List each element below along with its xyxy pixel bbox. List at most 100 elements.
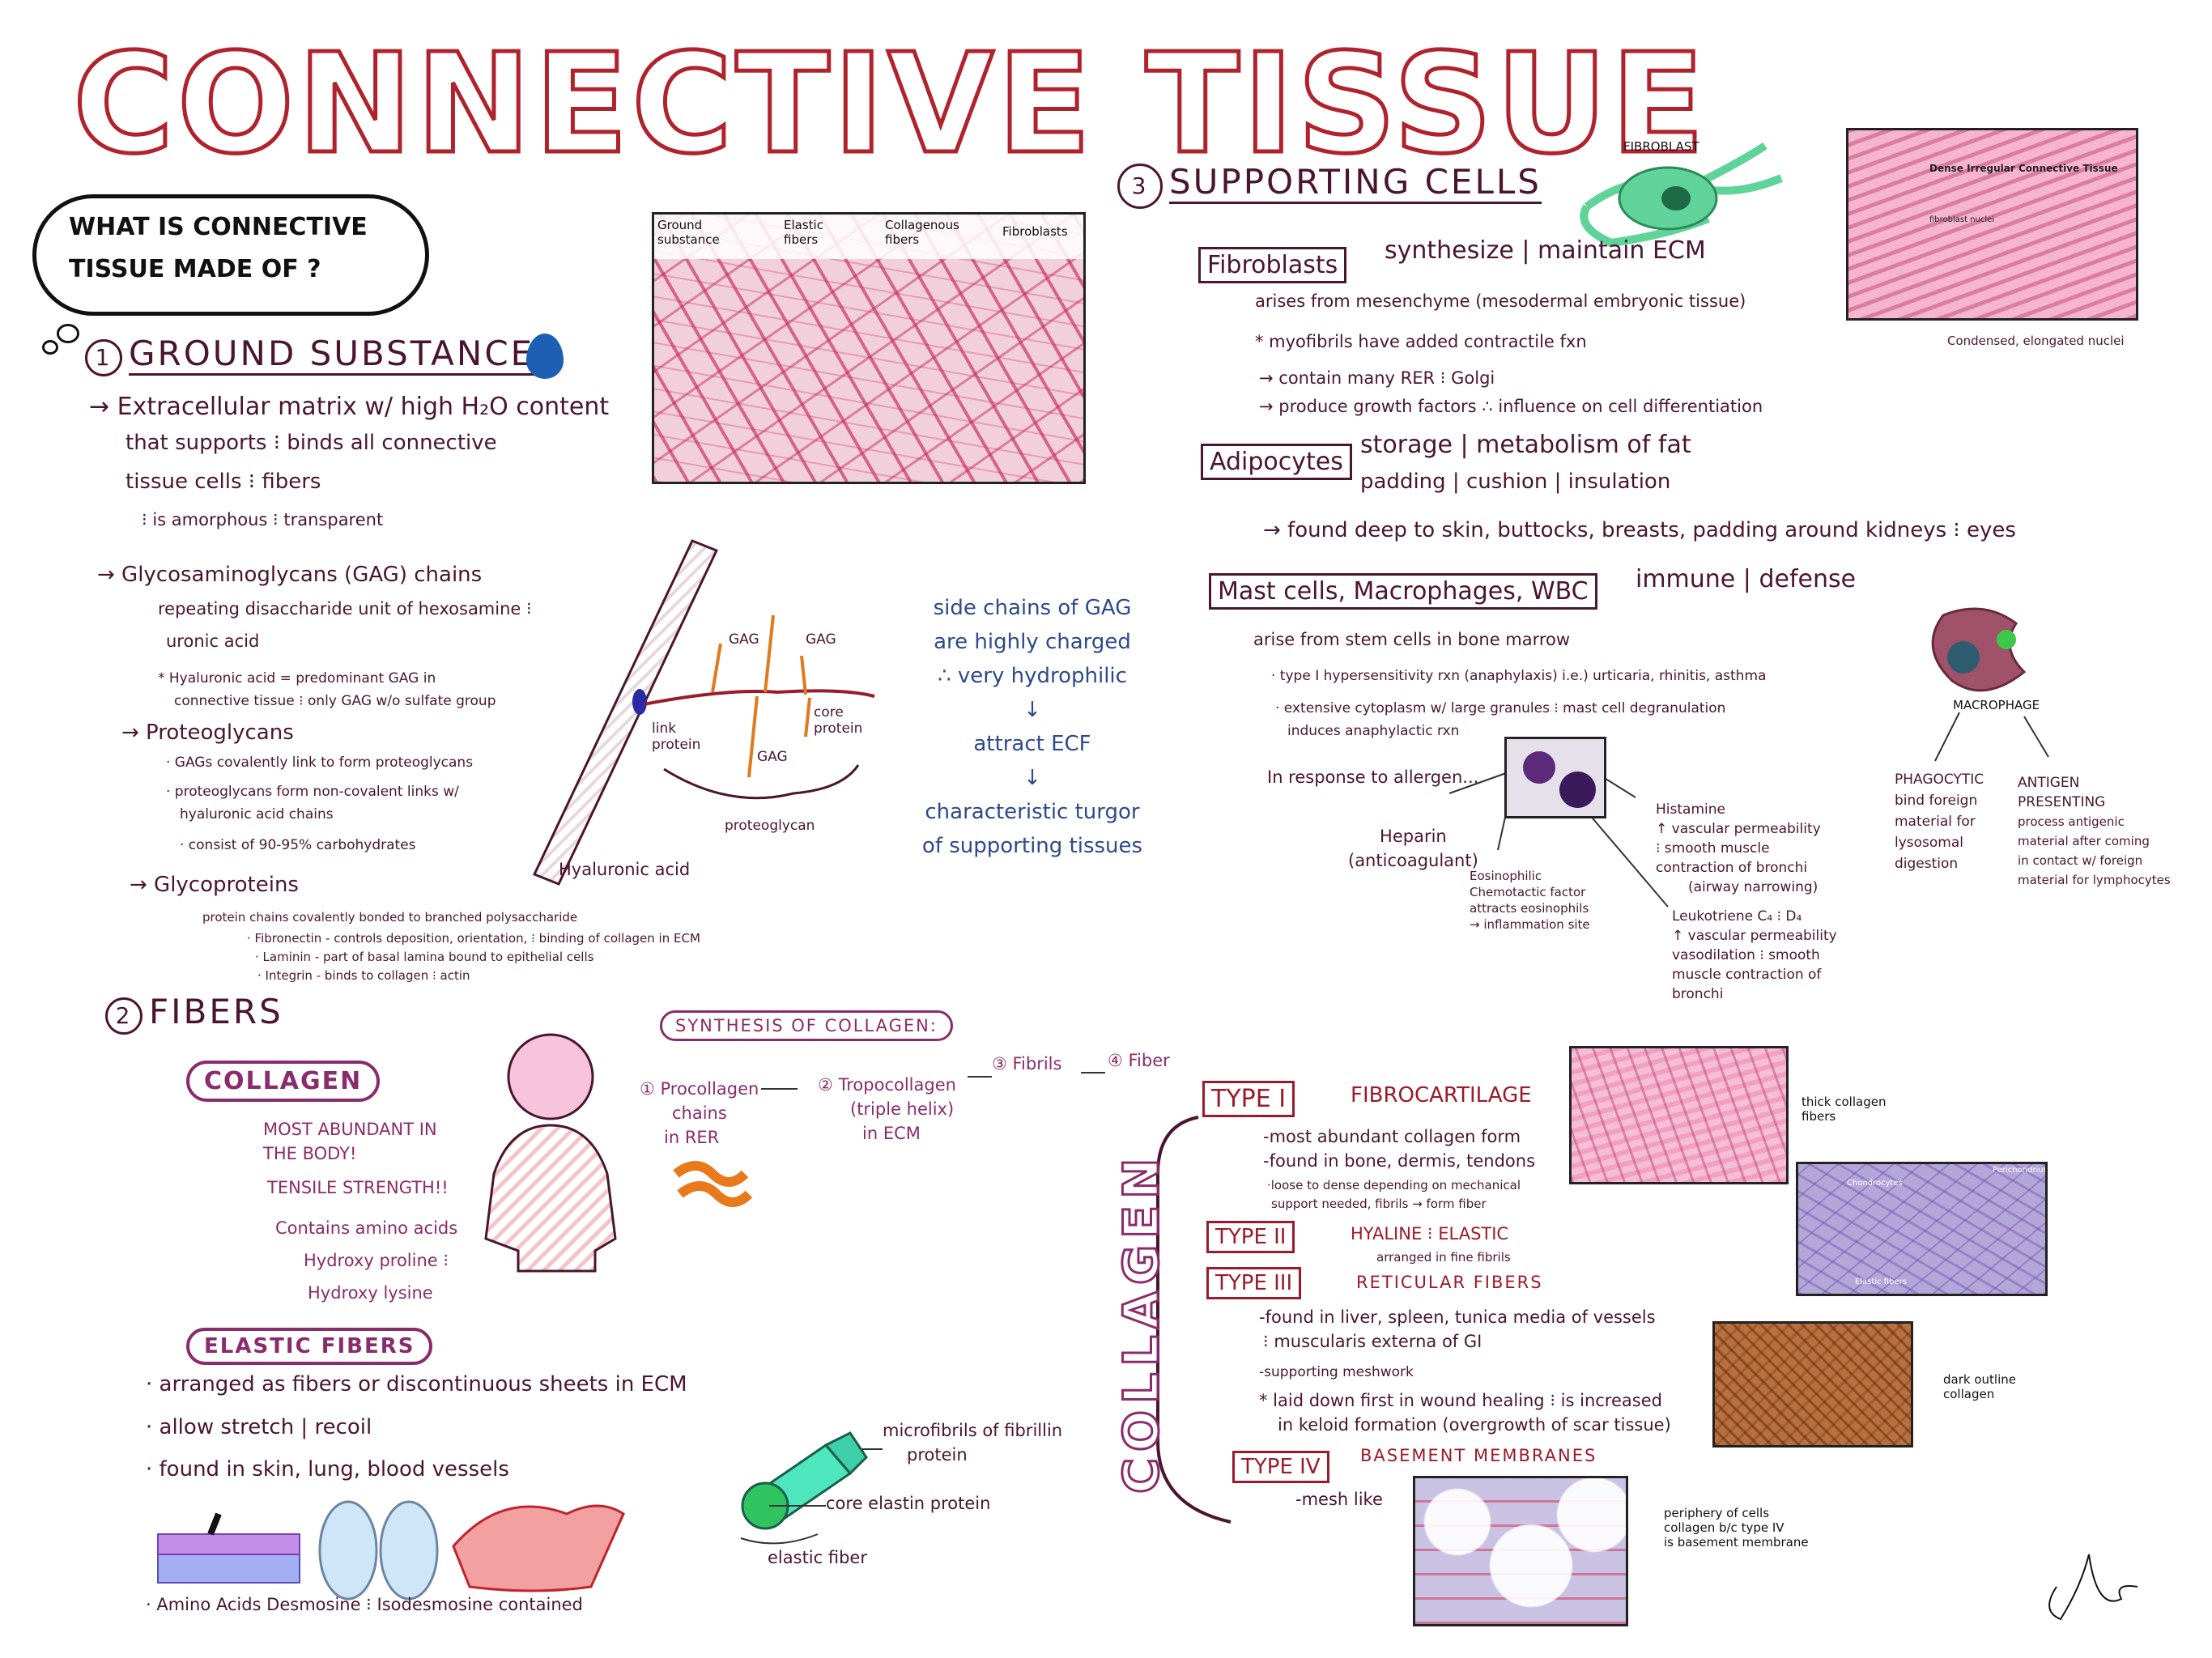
mast-line-4: induces anaphylactic rxn — [1287, 723, 1460, 739]
gag-line-3: * Hyaluronic acid = predominant GAG in — [158, 670, 436, 687]
ground-line-2: that supports ⁝ binds all connective — [125, 431, 497, 455]
type-4-micrograph — [1413, 1476, 1628, 1626]
side-note: are highly charged — [934, 630, 1131, 654]
pg-line-1: · GAGs covalently link to form proteogly… — [166, 755, 474, 771]
question-cloud: WHAT IS CONNECTIVE TISSUE MADE OF ? — [32, 194, 429, 316]
supporting-heading-text: SUPPORTING CELLS — [1169, 162, 1542, 204]
synthesis-line: ① Procollagen — [640, 1079, 759, 1099]
eos-line: Chemotactic factor — [1470, 885, 1586, 899]
elastic-line-1: · arranged as fibers or discontinuous sh… — [146, 1372, 687, 1397]
synthesis-line: in ECM — [862, 1124, 921, 1143]
elastic-fibers-pill: ELASTIC FIBERS — [186, 1328, 433, 1365]
fibroblasts-box: Fibroblasts — [1198, 247, 1347, 283]
pg-line-3: hyaluronic acid chains — [180, 806, 334, 823]
condensed-nuclei-label: Condensed, elongated nuclei — [1947, 334, 2125, 348]
anti-line: PRESENTING — [2018, 794, 2106, 810]
leuk-line: bronchi — [1672, 986, 1724, 1002]
page-title: CONNECTIVE TISSUE — [70, 23, 1708, 187]
type-2-box: TYPE II — [1206, 1221, 1295, 1253]
water-drop-icon — [526, 334, 564, 379]
side-note: side chains of GAG — [933, 596, 1132, 620]
anti-line: process antigenic — [2018, 814, 2125, 829]
type-3-image-label: dark outline collagen — [1943, 1372, 2016, 1401]
mast-cell-micrograph — [1504, 737, 1606, 818]
core-protein-label: core protein — [814, 704, 863, 737]
type-1-line-3: ·loose to dense depending on mechanical — [1267, 1178, 1521, 1192]
heparin-note: Heparin (anticoagulant) — [1348, 824, 1478, 873]
thought-bubble-dot — [57, 324, 79, 343]
hist-line: (airway narrowing) — [1688, 879, 1819, 895]
mast-cell-role: immune | defense — [1636, 565, 1857, 593]
leuk-line: muscle contraction of — [1672, 967, 1822, 983]
fibroblast-role: synthesize | maintain ECM — [1385, 236, 1706, 265]
hist-line: ↑ vascular permeability — [1656, 821, 1821, 837]
ground-line-1: → Extracellular matrix w/ high H₂O conte… — [89, 393, 610, 421]
hist-line: ⁝ smooth muscle — [1656, 840, 1770, 857]
ground-heading-text: GROUND SUBSTANCE — [129, 334, 535, 376]
core-elastin-label: core elastin protein — [826, 1494, 991, 1513]
adipocytes-box: Adipocytes — [1201, 444, 1352, 480]
anti-line: in contact w/ foreign — [2018, 853, 2143, 868]
collagen-note: MOST ABUNDANT IN — [263, 1120, 437, 1139]
side-note-arrow: ↓ — [1023, 766, 1041, 790]
question-line-1: WHAT IS CONNECTIVE — [69, 213, 368, 241]
microfibrils-label: microfibrils of fibrillin — [883, 1421, 1063, 1440]
gag-line-4: connective tissue ⁝ only GAG w/o sulfate… — [174, 693, 496, 709]
ground-line-3: tissue cells ⁝ fibers — [125, 470, 321, 494]
eos-line: → inflammation site — [1470, 917, 1590, 932]
type-4-role: BASEMENT MEMBRANES — [1360, 1446, 1597, 1465]
eos-line: attracts eosinophils — [1470, 901, 1589, 916]
collagen-pill: COLLAGEN — [186, 1061, 381, 1102]
label-collagenous-fibers: Collagenous fibers — [885, 218, 959, 247]
section-number: 2 — [105, 997, 143, 1035]
type-2-sub: arranged in fine fibrils — [1376, 1250, 1511, 1265]
leuk-line: vasodilation ⁝ smooth — [1672, 947, 1820, 963]
anti-line: ANTIGEN — [2018, 775, 2080, 791]
mast-cell-granule — [1559, 772, 1596, 808]
type-4-image-label: periphery of cells collagen b/c type IV … — [1664, 1506, 1809, 1550]
gag-line-1: repeating disaccharide unit of hexosamin… — [158, 599, 532, 619]
hydroxylysine: Hydroxy lysine — [308, 1283, 433, 1303]
chondrocytes-label: Chondrocytes — [1847, 1179, 1903, 1188]
type-1-role: FIBROCARTILAGE — [1351, 1083, 1532, 1107]
perichondrium-label: Perichondrium — [1993, 1166, 2048, 1175]
t1-img-line: fibers — [1802, 1109, 1836, 1124]
label-ground-substance: Ground substance — [657, 218, 720, 247]
type-3-role: RETICULAR FIBERS — [1356, 1273, 1543, 1292]
side-note: attract ECF — [973, 732, 1091, 756]
collagen-vertical-label-wrap: COLLAGEN — [1093, 1150, 1182, 1498]
elastic-fiber-label: elastic fiber — [768, 1548, 867, 1567]
pg-line-2: · proteoglycans form non-covalent links … — [166, 784, 459, 800]
thought-bubble-dot — [42, 340, 58, 355]
phag-line: digestion — [1895, 856, 1959, 872]
adipocyte-role-2: padding | cushion | insulation — [1360, 470, 1671, 494]
type-2-micrograph: Chondrocytes Perichondrium Elastic fiber… — [1796, 1162, 2048, 1296]
gag-heading: → Glycosaminoglycans (GAG) chains — [97, 563, 483, 587]
proteoglycan-label: proteoglycan — [725, 818, 815, 834]
collagen-amino: Contains amino acids — [275, 1218, 458, 1238]
hydroxyproline: Hydroxy proline ⁝ — [304, 1251, 449, 1270]
dense-irregular-micrograph: Dense Irregular Connective Tissue fibrob… — [1846, 128, 2138, 321]
gp-line-3: · Laminin - part of basal lamina bound t… — [255, 950, 594, 964]
gag-label-1: GAG — [729, 631, 759, 648]
mast-line-3: · extensive cytoplasm w/ large granules … — [1275, 700, 1726, 716]
type-3-line-1: -found in liver, spleen, tunica media of… — [1259, 1307, 1656, 1327]
type-3-box: TYPE III — [1206, 1267, 1302, 1299]
macrophage-label: MACROPHAGE — [1953, 698, 2040, 712]
synthesis-heading: SYNTHESIS OF COLLAGEN: — [675, 1016, 938, 1035]
type-1-image-label: thick collagen fibers — [1802, 1095, 1886, 1124]
heparin-label: Heparin — [1380, 827, 1447, 846]
side-note: characteristic turgor — [925, 800, 1140, 824]
type-4-box: TYPE IV — [1232, 1451, 1329, 1483]
t1-img-line: thick collagen — [1802, 1095, 1887, 1109]
type-3-line-3: -supporting meshwork — [1259, 1364, 1414, 1380]
synthesis-line: ② Tropocollagen — [818, 1075, 956, 1095]
type-1-micrograph — [1569, 1046, 1789, 1184]
mast-line-2: · type I hypersensitivity rxn (anaphylax… — [1271, 668, 1767, 684]
type-1-line-1: -most abundant collagen form — [1263, 1127, 1521, 1146]
leuk-line: Leukotriene C₄ ⁝ D₄ — [1672, 908, 1802, 925]
hist-line: contraction of bronchi — [1656, 860, 1808, 876]
synthesis-box: SYNTHESIS OF COLLAGEN: — [660, 1010, 953, 1041]
